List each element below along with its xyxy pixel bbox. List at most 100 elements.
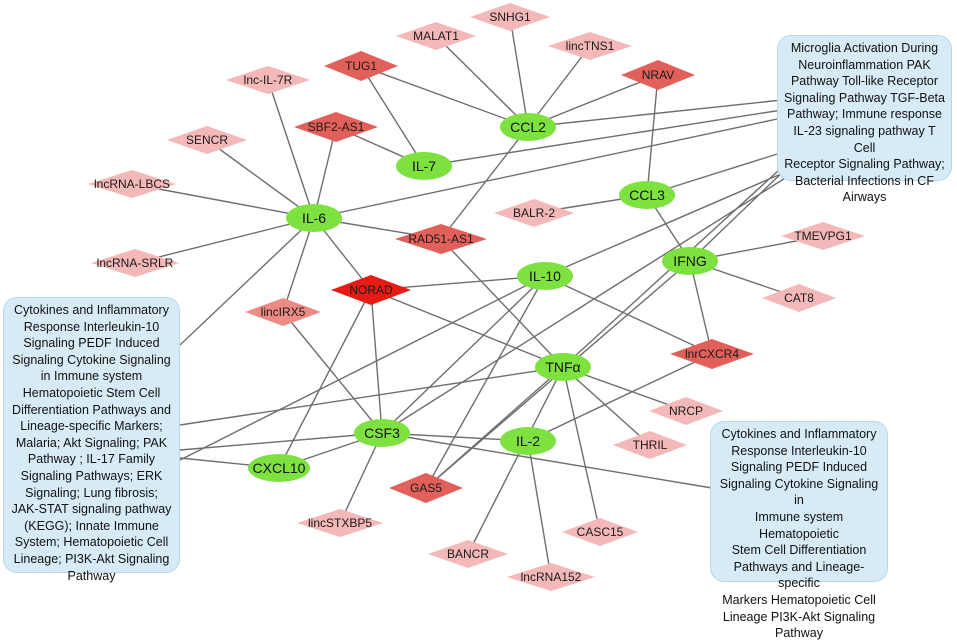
edge-pathway-tr-ccl2 <box>527 99 783 128</box>
lncrna-label: lincSTXBP5 <box>308 516 372 530</box>
lncrna-node-rad51as1[interactable]: RAD51-AS1 <box>395 224 487 254</box>
gene-node-il2[interactable]: IL-2 <box>500 427 556 455</box>
lncrna-label: SNHG1 <box>489 10 531 24</box>
diamond-shape <box>507 563 595 591</box>
edge-pathway-tr-ifng <box>689 164 791 262</box>
lncrna-label: lincTNS1 <box>566 39 615 53</box>
edge-linctns1-ccl2 <box>527 45 591 128</box>
edge-lncrnalbcs-il6 <box>131 183 315 219</box>
gene-node-ccl2[interactable]: CCL2 <box>500 113 556 141</box>
ellipse-shape <box>396 152 452 180</box>
lncrna-node-lnrcxcr4[interactable]: lnrCXCR4 <box>670 339 754 369</box>
lncrna-label: lnc-IL-7R <box>244 73 293 87</box>
lncrna-label: BALR-2 <box>513 206 555 220</box>
gene-label: IL-6 <box>302 210 326 226</box>
edge-pathway-br-csf3 <box>381 432 713 489</box>
edge-sbf2as1-il6 <box>313 126 337 219</box>
gene-node-il6[interactable]: IL-6 <box>286 204 342 232</box>
diamond-shape <box>621 60 695 90</box>
diamond-shape <box>762 284 836 312</box>
edge-pathway-left-csf3 <box>179 432 383 451</box>
gene-node-il7[interactable]: IL-7 <box>396 152 452 180</box>
lncrna-node-lncrna152[interactable]: lncRNA152 <box>507 563 595 591</box>
ellipse-shape <box>619 181 675 209</box>
lncrna-node-cat8[interactable]: CAT8 <box>762 284 836 312</box>
lncrna-node-lincstxbp5[interactable]: lincSTXBP5 <box>297 509 383 537</box>
edge-pathway-tr-il7 <box>423 109 783 167</box>
lncrna-node-nrav[interactable]: NRAV <box>621 60 695 90</box>
gene-node-csf3[interactable]: CSF3 <box>354 419 410 447</box>
edge-pathway-tr-il6 <box>313 117 783 219</box>
lncrna-node-norad[interactable]: NORAD <box>331 275 411 305</box>
diamond-shape <box>548 32 632 60</box>
lncrna-node-lncrnalbcs[interactable]: lncRNA-LBCS <box>88 170 176 198</box>
lncrna-label: NORAD <box>349 283 393 297</box>
edge-lincirx5-csf3 <box>282 311 383 434</box>
gene-label: CXCL10 <box>253 460 306 476</box>
lncrna-label: lincIRX5 <box>261 305 306 319</box>
edge-il6-lincirx5 <box>282 217 315 313</box>
ellipse-shape <box>517 262 573 290</box>
edge-lncil7r-il6 <box>267 79 315 219</box>
diamond-shape <box>428 540 508 568</box>
edge-norad-tnfa <box>370 289 564 368</box>
lncrna-label: NRAV <box>642 68 674 82</box>
ellipse-shape <box>500 427 556 455</box>
lncrna-node-lncrnasrlr[interactable]: lncRNA-SRLR <box>91 249 179 277</box>
diamond-shape <box>670 339 754 369</box>
diamond-shape <box>781 222 865 250</box>
ellipse-shape <box>248 454 310 482</box>
lncrna-node-casc15[interactable]: CASC15 <box>562 518 638 546</box>
lncrna-label: SENCR <box>186 133 228 147</box>
lncrna-node-nrcp[interactable]: NRCP <box>649 397 723 425</box>
lncrna-node-lincirx5[interactable]: lincIRX5 <box>245 298 321 326</box>
gene-node-ifng[interactable]: IFNG <box>662 247 718 275</box>
lncrna-label: lncRNA152 <box>521 570 582 584</box>
gene-label: IL-2 <box>516 433 540 449</box>
edge-rad51as1-tnfa <box>440 238 564 368</box>
lncrna-node-malat1[interactable]: MALAT1 <box>396 22 476 50</box>
lncrna-label: SBF2-AS1 <box>308 120 365 134</box>
ellipse-shape <box>286 204 342 232</box>
lncrna-label: BANCR <box>447 547 489 561</box>
gene-label: CSF3 <box>364 425 400 441</box>
diamond-shape <box>297 509 383 537</box>
pathway-box-top-right: Microglia Activation During Neuroinflamm… <box>777 35 952 204</box>
ellipse-shape <box>354 419 410 447</box>
edge-lncrnasrlr-il6 <box>134 217 315 264</box>
lncrna-label: TMEVPG1 <box>794 229 852 243</box>
diamond-shape <box>88 170 176 198</box>
lncrna-label: CASC15 <box>577 525 624 539</box>
lncrna-label: CAT8 <box>784 291 814 305</box>
gene-node-tnfa[interactable]: TNFα <box>535 353 591 381</box>
diamond-shape <box>324 51 398 81</box>
lncrna-node-lncil7r[interactable]: lnc-IL-7R <box>226 66 310 94</box>
diamond-shape <box>494 199 574 227</box>
gene-label: CCL3 <box>629 187 665 203</box>
lncrna-label: TUG1 <box>345 59 377 73</box>
lncrna-label: THRIL <box>633 438 668 452</box>
lncrna-label: lncRNA-LBCS <box>94 177 170 191</box>
diamond-shape <box>226 66 310 94</box>
edge-nrav-ccl3 <box>646 74 659 196</box>
gene-node-il10[interactable]: IL-10 <box>517 262 573 290</box>
lncrna-node-sencr[interactable]: SENCR <box>167 126 247 154</box>
lncrna-node-bancr[interactable]: BANCR <box>428 540 508 568</box>
lncrna-node-thril[interactable]: THRIL <box>613 431 687 459</box>
lncrna-node-tmevpg1[interactable]: TMEVPG1 <box>781 222 865 250</box>
lncrna-node-linctns1[interactable]: lincTNS1 <box>548 32 632 60</box>
lncrna-node-snhg1[interactable]: SNHG1 <box>470 3 550 31</box>
lncrna-node-sbf2as1[interactable]: SBF2-AS1 <box>294 112 378 142</box>
edge-ifng-lnrcxcr4 <box>689 260 713 355</box>
diamond-shape <box>395 224 487 254</box>
diamond-shape <box>91 249 179 277</box>
lncrna-node-tug1[interactable]: TUG1 <box>324 51 398 81</box>
gene-node-ccl3[interactable]: CCL3 <box>619 181 675 209</box>
gene-node-cxcl10[interactable]: CXCL10 <box>248 454 310 482</box>
lncrna-node-balr2[interactable]: BALR-2 <box>494 199 574 227</box>
gene-label: CCL2 <box>510 119 546 135</box>
diamond-shape <box>562 518 638 546</box>
lncrna-node-gas5[interactable]: GAS5 <box>389 473 463 503</box>
gene-label: IFNG <box>673 253 706 269</box>
